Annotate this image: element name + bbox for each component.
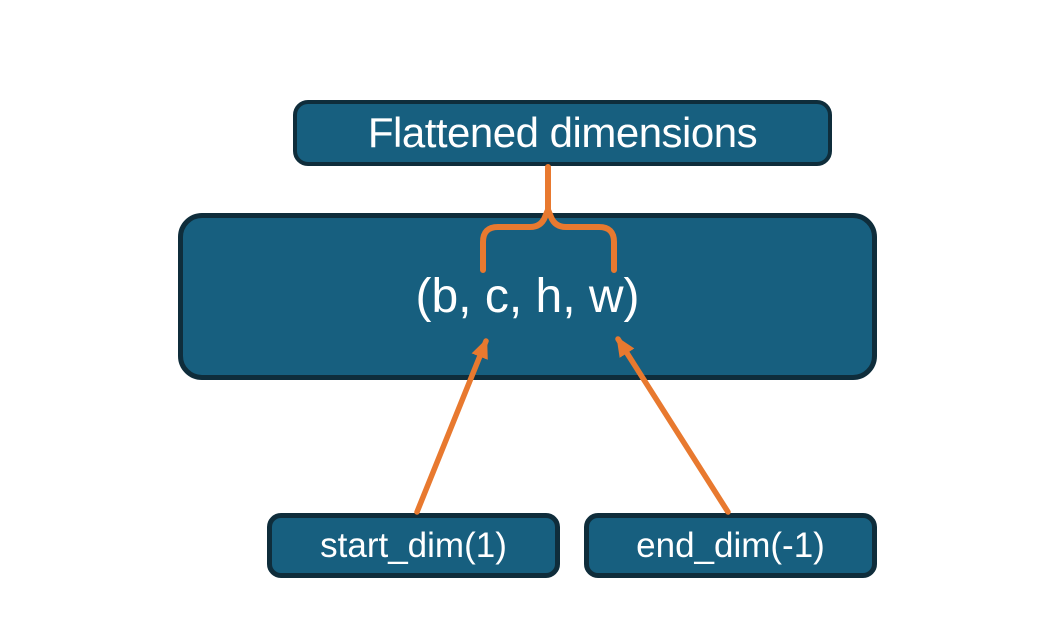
tensor-shape-label: (b, c, h, w) <box>415 270 640 323</box>
tensor-shape-box: (b, c, h, w) <box>178 213 877 380</box>
flattened-dimensions-box: Flattened dimensions <box>293 100 832 166</box>
start-dim-box: start_dim(1) <box>267 513 560 578</box>
start-dim-label: start_dim(1) <box>320 525 507 565</box>
end-dim-box: end_dim(-1) <box>584 513 877 578</box>
flattened-dimensions-label: Flattened dimensions <box>367 109 758 156</box>
end-dim-label: end_dim(-1) <box>636 525 825 565</box>
